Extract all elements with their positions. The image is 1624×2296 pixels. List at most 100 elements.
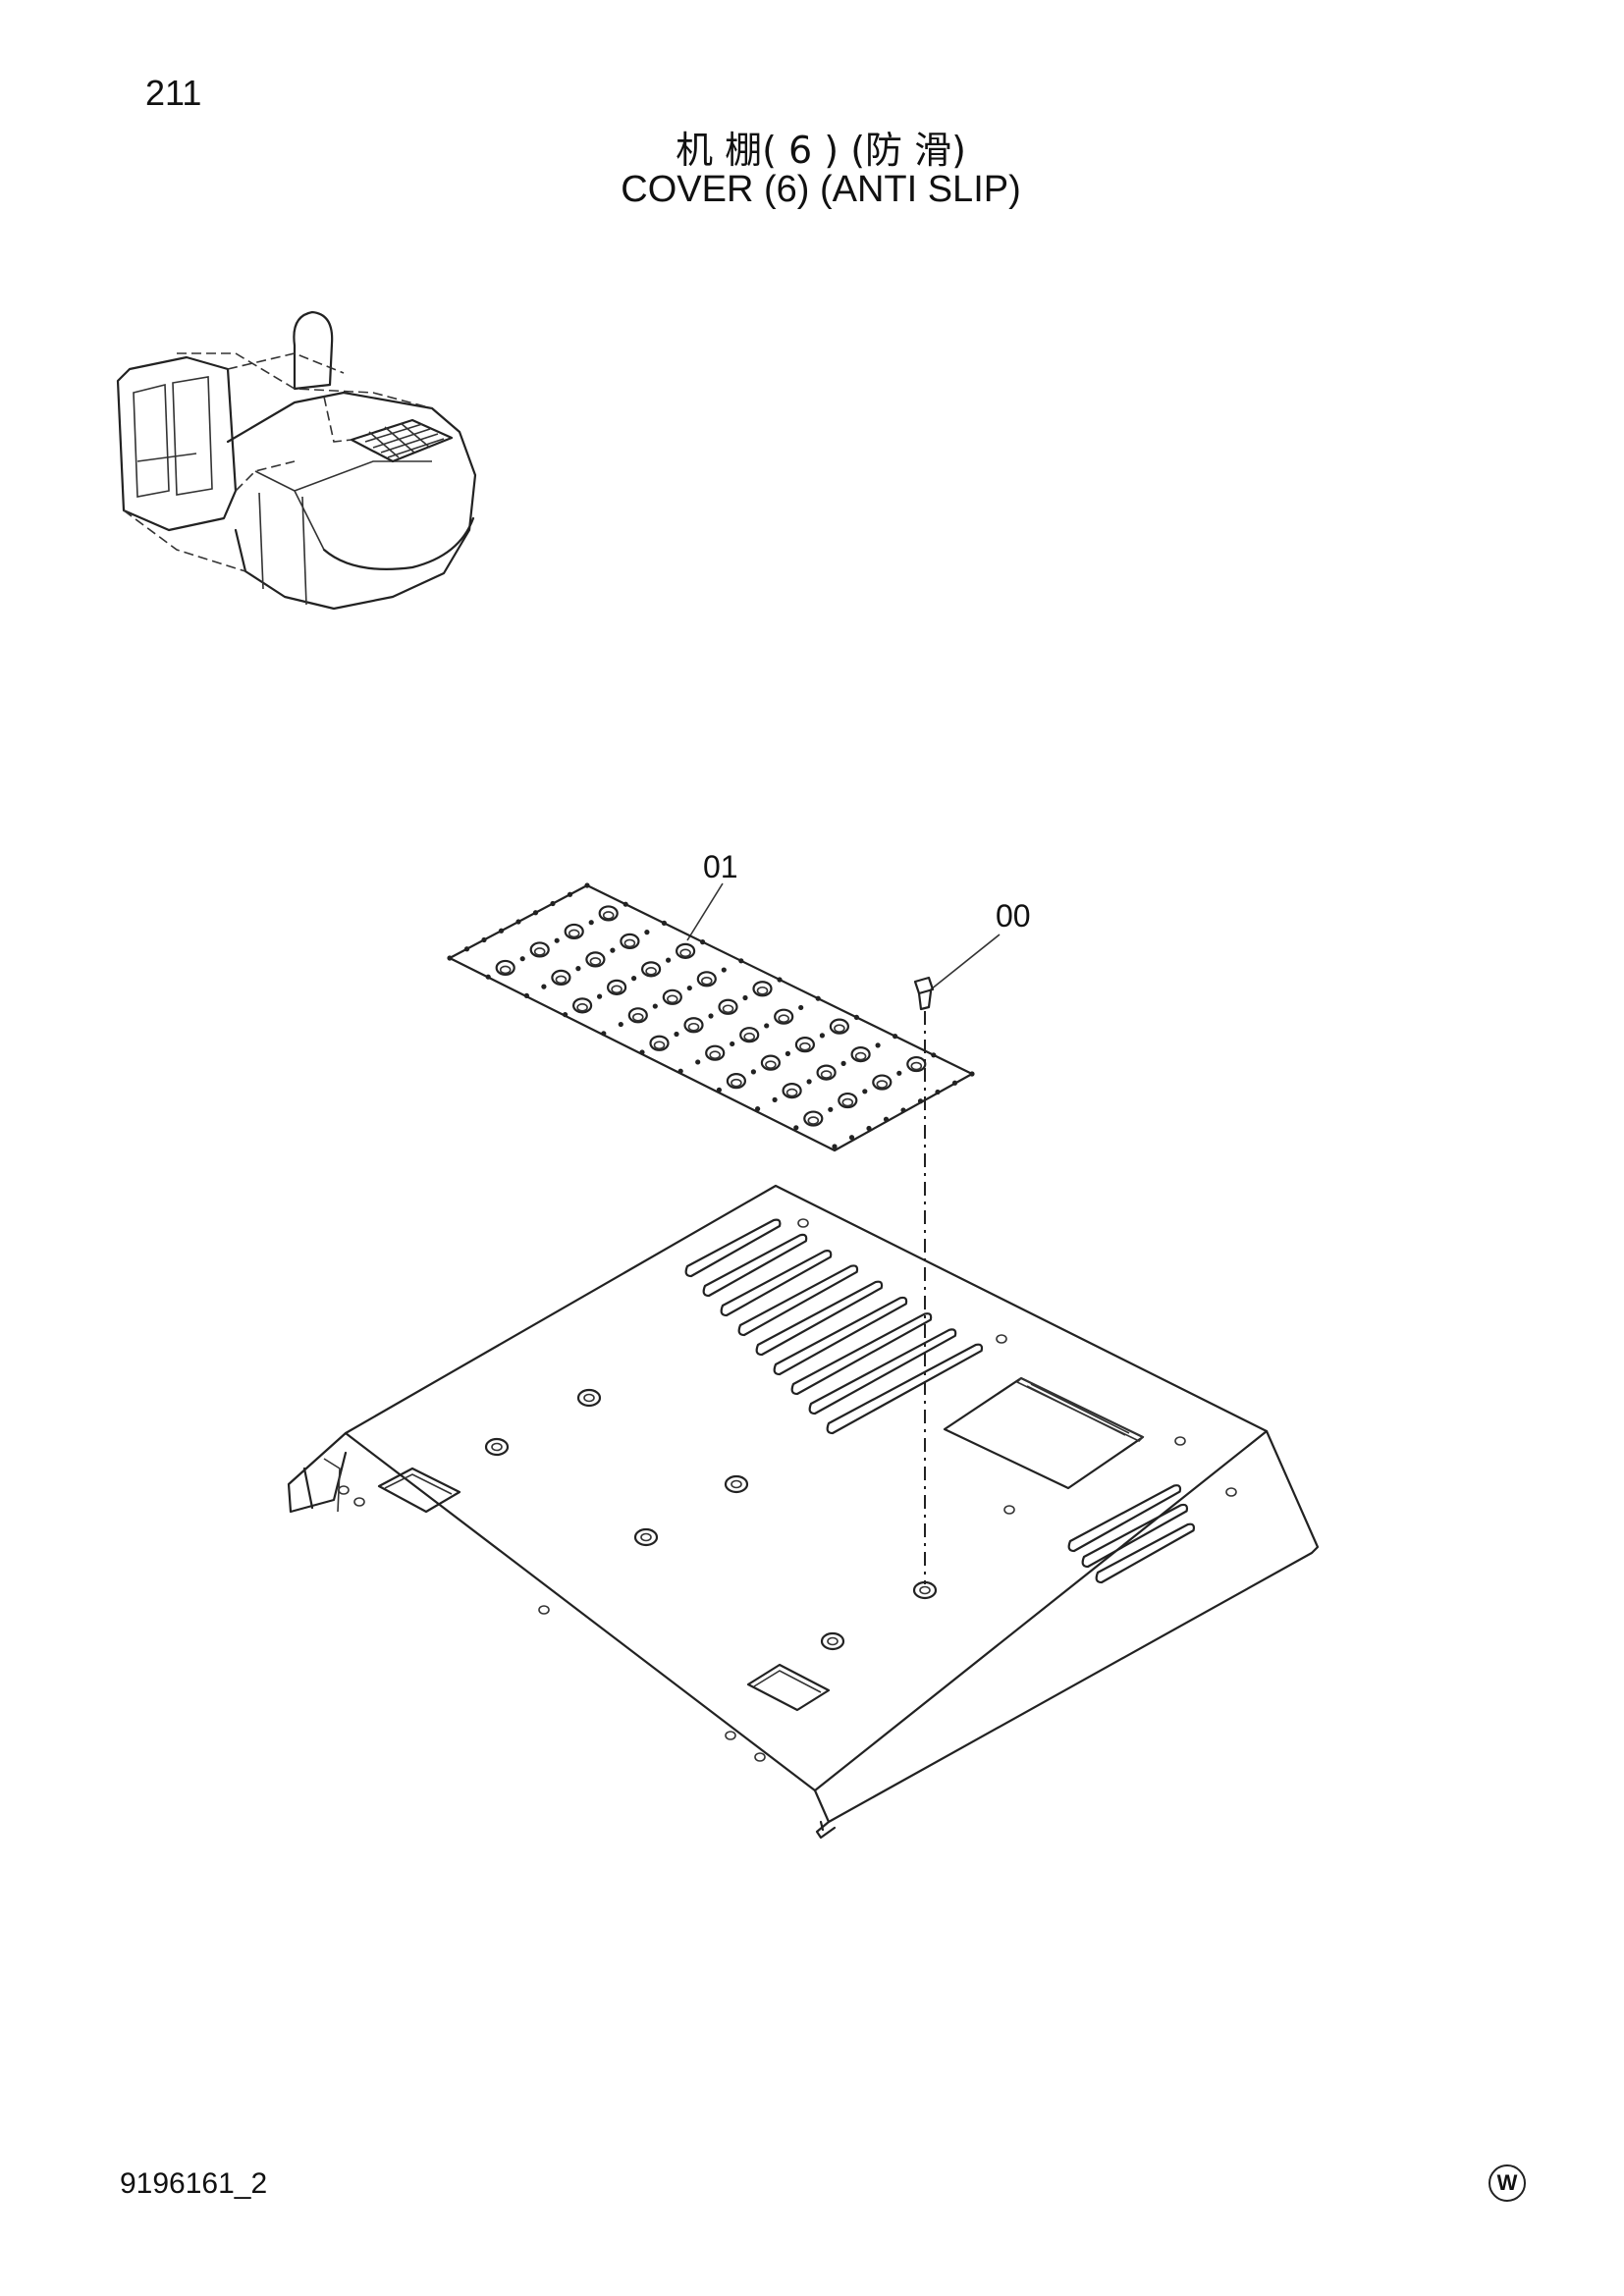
plate-dimple [752, 981, 773, 997]
plate-dimple [726, 1073, 747, 1090]
plate-hole [639, 1049, 645, 1055]
anti-slip-plate [447, 882, 975, 1152]
plate-hole [695, 1059, 701, 1065]
plate-dimple [850, 1045, 871, 1063]
plate-dimple [696, 971, 717, 988]
panel-hole [996, 1334, 1007, 1344]
vent-slot-short [1095, 1522, 1195, 1584]
plate-hole [819, 1033, 826, 1039]
mounting-boss [820, 1631, 845, 1651]
plate-dimple-inner [602, 911, 615, 920]
plate-hole [828, 1106, 834, 1112]
plate-hole [900, 1107, 906, 1113]
plate-dimple-inner [799, 1041, 811, 1051]
plate-dimple-inner [687, 1022, 700, 1032]
plate-dimple-inner [666, 994, 678, 1004]
plate-hole [951, 1080, 958, 1086]
plate-hole [631, 976, 637, 982]
plate-hole [793, 1125, 799, 1131]
mounting-boss [576, 1388, 602, 1408]
plate-hole [708, 1013, 714, 1019]
plate-dimple [620, 933, 640, 950]
page-title-chinese: 机 棚( 6 ) (防 滑) [676, 129, 966, 172]
plate-hole [832, 1144, 838, 1149]
plate-hole [541, 984, 547, 989]
plate-dimple-inner [533, 947, 546, 956]
plate-hole [750, 1069, 757, 1075]
plate-dimple [585, 951, 606, 968]
plate-hole [610, 947, 616, 953]
plate-hole [840, 1060, 846, 1066]
plate-hole [532, 910, 539, 916]
plate-hole [742, 994, 748, 1001]
plate-hole [798, 1004, 804, 1011]
plate-dimple [829, 1018, 850, 1035]
vent-slot [720, 1250, 833, 1317]
plate-hole [853, 1014, 860, 1020]
mounting-boss [724, 1474, 749, 1494]
plate-hole [866, 1125, 872, 1132]
panel-hole [538, 1605, 550, 1615]
panel-hole [754, 1752, 766, 1762]
plate-dimple-inner [876, 1080, 889, 1089]
panel-hole [338, 1485, 350, 1495]
plate-dimple [598, 905, 619, 922]
plate-hole [652, 1003, 658, 1009]
vent-slot [755, 1280, 884, 1357]
plate-dimple [774, 1008, 794, 1025]
plate-hole [447, 955, 453, 961]
plate-hole [597, 993, 603, 999]
plate-dimple-inner [700, 976, 713, 986]
callout-leader-00 [930, 934, 1001, 990]
plate-hole [721, 967, 727, 973]
plate-hole [917, 1098, 924, 1104]
mounting-boss-hole [491, 1442, 503, 1452]
plate-hole [623, 901, 628, 907]
vent-slot-short [1081, 1503, 1189, 1569]
plate-hole [893, 1034, 898, 1040]
plate-dimple-inner [576, 1003, 588, 1012]
plate-hole [730, 1041, 735, 1047]
plate-dimple-inner [631, 1013, 644, 1022]
panel-hole [1003, 1505, 1015, 1515]
plate-dimple [760, 1054, 782, 1071]
plate-hole [848, 1135, 855, 1141]
plate-dimple-inner [910, 1061, 923, 1071]
plate-dimple [803, 1110, 824, 1127]
plate-hole [519, 956, 525, 962]
plate-dimple [662, 988, 682, 1005]
plate-hole [785, 1050, 791, 1056]
cover-panel [287, 1184, 1320, 1840]
mounting-boss [912, 1580, 938, 1600]
vent-slot [773, 1296, 908, 1376]
plate-dimple [627, 1007, 648, 1024]
plate-hole-pattern [447, 882, 975, 1149]
plate-dimple [705, 1044, 726, 1061]
plate-hole [755, 1106, 761, 1112]
plate-hole [498, 928, 505, 934]
callout-label-01: 01 [703, 849, 738, 884]
callout-leader-01 [686, 882, 724, 941]
plate-hole [700, 939, 706, 945]
plate-hole [815, 995, 821, 1001]
plate-dimple-inner [854, 1051, 867, 1061]
panel-hole [1225, 1487, 1237, 1497]
plate-hole [716, 1087, 723, 1093]
panel-hole [797, 1218, 809, 1228]
handle-recess-front [746, 1663, 831, 1712]
plate-dimple-inner [568, 929, 580, 938]
vent-slot [808, 1328, 957, 1415]
plate-dimple-inner [555, 975, 568, 985]
plate-dimple [794, 1037, 816, 1053]
plate-hole [896, 1070, 902, 1076]
plate-hole [644, 930, 650, 935]
plate-dimple-inner [785, 1088, 798, 1097]
mounting-boss [633, 1527, 659, 1547]
plate-hole [550, 900, 556, 907]
plate-dimple [551, 969, 571, 987]
plate-hole [485, 974, 491, 980]
vent-slot-short [1067, 1484, 1182, 1553]
plate-dimple-inner [756, 986, 769, 995]
bolt [913, 976, 935, 1584]
plate-dimple [495, 959, 515, 977]
